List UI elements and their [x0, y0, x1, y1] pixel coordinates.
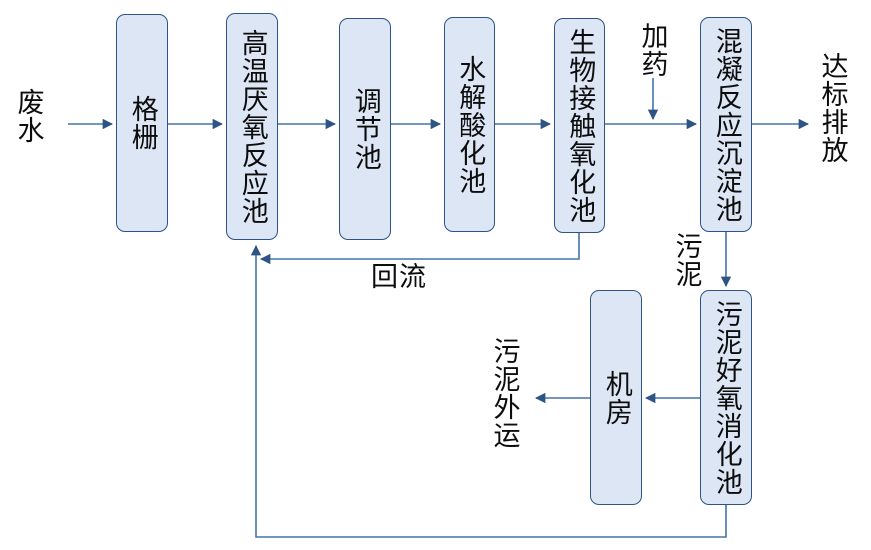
node-machine-room[interactable]: 机房 — [590, 290, 642, 505]
node-hydrolysis-acidification-tank[interactable]: 水解酸化池 — [444, 17, 495, 232]
node-coagulation-sedimentation-tank[interactable]: 混凝反应沉淀池 — [700, 17, 752, 232]
label-sludge: 污泥 — [670, 232, 702, 288]
node-grid-label: 格栅 — [126, 95, 158, 151]
node-sludge-aerobic-digestion-tank[interactable]: 污泥好氧消化池 — [700, 290, 752, 505]
node-biological-contact-oxidation-tank-label: 生物接触氧化池 — [564, 27, 596, 224]
node-high-temp-anaerobic-reactor-label: 高温厌氧反应池 — [236, 28, 268, 225]
node-hydrolysis-acidification-tank-label: 水解酸化池 — [454, 54, 486, 195]
label-dosing: 加药 — [636, 22, 668, 78]
node-high-temp-anaerobic-reactor[interactable]: 高温厌氧反应池 — [226, 13, 278, 240]
label-sludge-transport-out: 污泥外运 — [488, 337, 520, 449]
label-return-flow: 回流 — [371, 262, 427, 293]
node-machine-room-label: 机房 — [600, 369, 632, 426]
node-sludge-aerobic-digestion-tank-label: 污泥好氧消化池 — [710, 299, 742, 496]
node-regulating-tank[interactable]: 调节池 — [339, 18, 391, 240]
label-influent: 废水 — [12, 88, 44, 144]
label-discharge: 达标排放 — [816, 52, 848, 164]
edge-return-flow — [259, 233, 580, 265]
node-coagulation-sedimentation-tank-label: 混凝反应沉淀池 — [710, 26, 742, 223]
node-biological-contact-oxidation-tank[interactable]: 生物接触氧化池 — [554, 18, 605, 233]
node-grid[interactable]: 格栅 — [116, 14, 168, 232]
node-regulating-tank-label: 调节池 — [349, 87, 381, 171]
